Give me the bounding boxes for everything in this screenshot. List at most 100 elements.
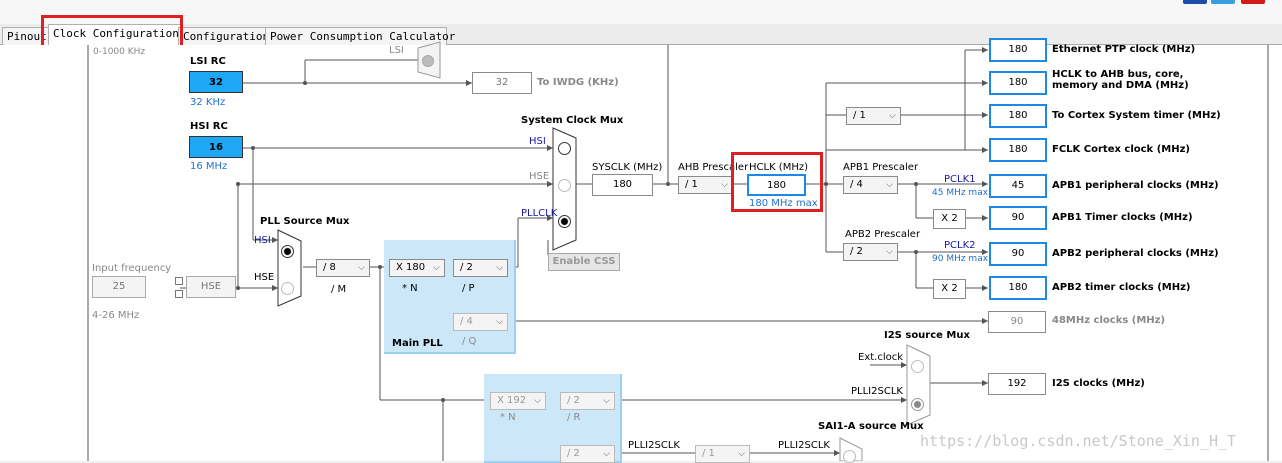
plli2s-r-label: / R xyxy=(567,412,581,423)
apb2-timer-multiplier: X 2 xyxy=(933,279,966,299)
hclk-ahb-value[interactable]: 180 xyxy=(989,71,1047,95)
partial-range-label: 0-1000 KHz xyxy=(93,47,146,57)
pll-m-value: / 8 xyxy=(323,262,336,273)
apb1-peripheral-value[interactable]: 45 xyxy=(989,174,1047,198)
sysclk-label: SYSCLK (MHz) xyxy=(592,162,663,173)
apb1-prescaler-dropdown[interactable]: / 4⌵ xyxy=(843,176,898,194)
main-pll-title: Main PLL xyxy=(392,338,443,349)
twitter-icon[interactable] xyxy=(1211,0,1235,4)
system-clock-mux-title: System Clock Mux xyxy=(521,115,624,126)
hsi-rc-unit: 16 MHz xyxy=(190,161,228,172)
chevron-down-icon: ⌵ xyxy=(721,180,728,190)
pll-q-value: / 4 xyxy=(460,316,473,327)
pll-source-hsi-radio[interactable] xyxy=(281,245,294,258)
ethernet-ptp-value[interactable]: 180 xyxy=(989,38,1047,62)
cortex-timer-label: To Cortex System timer (MHz) xyxy=(1052,110,1221,121)
hclk-ahb-label-line1: HCLK to AHB bus, core, xyxy=(1052,69,1184,80)
i2s-plli2s-radio[interactable] xyxy=(911,398,924,411)
tab-power-consumption-calculator[interactable]: Power Consumption Calculator xyxy=(265,27,455,46)
pll-source-hsi-label: HSI xyxy=(254,235,271,246)
clock-tree-canvas xyxy=(0,45,1282,461)
tab-pinout[interactable]: Pinout xyxy=(2,27,52,46)
lsi-mux-radio[interactable] xyxy=(422,55,434,67)
plli2sclk-label-2: PLLI2SCLK xyxy=(778,440,830,451)
hclk-value-field[interactable]: 180 xyxy=(747,174,806,196)
pll-p-divider-dropdown[interactable]: / 2⌵ xyxy=(453,259,508,277)
plli2sclk-label: PLLI2SCLK xyxy=(628,440,680,451)
apb1-prescaler-label: APB1 Prescaler xyxy=(843,162,919,173)
plli2s-q-dropdown[interactable]: / 2⌵ xyxy=(560,445,615,463)
pll-n-multiplier-dropdown[interactable]: X 180⌵ xyxy=(389,259,445,277)
cortex-timer-value[interactable]: 180 xyxy=(989,104,1047,128)
sysmux-hse-radio[interactable] xyxy=(558,179,571,192)
apb2-timer-value[interactable]: 180 xyxy=(989,276,1047,300)
sysmux-hsi-radio[interactable] xyxy=(558,142,571,155)
apb1-max-label: 45 MHz max xyxy=(932,188,989,198)
ahb-prescaler-label: AHB Prescaler xyxy=(678,162,749,173)
pll-p-label: / P xyxy=(462,283,475,294)
chevron-down-icon: ⌵ xyxy=(534,396,541,406)
apb2-peripheral-value[interactable]: 90 xyxy=(989,242,1047,266)
hse-connector-top xyxy=(175,277,183,285)
youtube-icon[interactable] xyxy=(1241,0,1265,4)
enable-css-button[interactable]: Enable CSS xyxy=(548,253,620,271)
sysmux-hsi-label: HSI xyxy=(529,136,546,147)
sysmux-hse-label: HSE xyxy=(529,171,550,182)
i2s-ext-radio[interactable] xyxy=(911,360,924,373)
pll-m-divider-dropdown[interactable]: / 8⌵ xyxy=(316,259,370,277)
pclk2-label: PCLK2 xyxy=(944,240,976,251)
chevron-down-icon: ⌵ xyxy=(886,247,893,257)
ahb-prescaler-value: / 1 xyxy=(685,179,698,190)
tab-configuration[interactable]: Configuration xyxy=(178,27,270,46)
watermark-text: https://blog.csdn.net/Stone_Xin_H_T xyxy=(920,432,1237,450)
apb1-timer-multiplier: X 2 xyxy=(933,209,966,229)
i2s-source-mux xyxy=(906,344,931,426)
share-icon[interactable] xyxy=(1183,0,1207,4)
top-toolbar-strip xyxy=(0,0,1282,24)
plli2s-r-value: / 2 xyxy=(567,395,580,406)
lsi-rc-unit: 32 KHz xyxy=(190,97,226,108)
hsi-rc-value[interactable]: 16 xyxy=(189,136,243,158)
apb2-prescaler-value: / 2 xyxy=(850,246,863,257)
sai-radio[interactable] xyxy=(843,450,856,463)
pll-source-mux-title: PLL Source Mux xyxy=(260,216,350,227)
apb1-timer-label: APB1 Timer clocks (MHz) xyxy=(1052,212,1193,223)
iwdg-value: 32 xyxy=(472,72,532,94)
plli2s-n-dropdown[interactable]: X 192 ⌵ xyxy=(490,392,546,410)
apb2-prescaler-dropdown[interactable]: / 2 ⌵ xyxy=(843,243,898,261)
cortex-timer-divider-dropdown[interactable]: / 1⌵ xyxy=(846,107,901,125)
plli2s-div-dropdown[interactable]: / 1⌵ xyxy=(695,445,750,463)
input-range-label: 4-26 MHz xyxy=(92,310,140,321)
pll-source-hse-radio[interactable] xyxy=(281,282,294,295)
sysmux-pllclk-radio[interactable] xyxy=(558,215,571,228)
apb1-timer-value[interactable]: 90 xyxy=(989,206,1047,230)
highlight-hclk xyxy=(731,152,823,212)
apb2-timer-label: APB2 timer clocks (MHz) xyxy=(1052,282,1191,293)
fclk-value[interactable]: 180 xyxy=(989,138,1047,162)
chevron-down-icon: ⌵ xyxy=(886,180,893,190)
hse-connector-bottom xyxy=(175,290,183,298)
chevron-down-icon: ⌵ xyxy=(496,263,503,273)
pll-q-divider-dropdown[interactable]: / 4 ⌵ xyxy=(453,313,508,331)
hclk-label: HCLK (MHz) xyxy=(749,162,809,173)
lsi-mux-label: LSI xyxy=(389,45,404,56)
pll-n-label: * N xyxy=(402,283,418,294)
pll-m-label: / M xyxy=(331,284,347,295)
hse-oscillator-box[interactable]: HSE xyxy=(186,276,236,298)
main-pll-panel xyxy=(384,240,516,354)
i2s-mux-title: I2S source Mux xyxy=(884,330,970,341)
input-frequency-field[interactable]: 25 xyxy=(92,276,146,298)
chevron-down-icon: ⌵ xyxy=(433,263,440,273)
apb2-peripheral-label: APB2 peripheral clocks (MHz) xyxy=(1052,248,1219,259)
lsi-rc-value[interactable]: 32 xyxy=(189,71,243,93)
hclk-ahb-label-line2: memory and DMA (MHz) xyxy=(1052,80,1189,91)
ahb-prescaler-dropdown[interactable]: / 1 ⌵ xyxy=(678,176,733,194)
plli2s-r-dropdown[interactable]: / 2⌵ xyxy=(560,392,615,410)
apb1-peripheral-label: APB1 peripheral clocks (MHz) xyxy=(1052,180,1219,191)
plli2s-n-value: X 192 xyxy=(497,395,527,406)
cortex-timer-divider-value: / 1 xyxy=(853,110,866,121)
clk48-label: 48MHz clocks (MHz) xyxy=(1052,315,1166,326)
chevron-down-icon: ⌵ xyxy=(496,317,503,327)
hclk-max-label: 180 MHz max xyxy=(749,198,818,209)
plli2s-q-value: / 2 xyxy=(567,448,580,459)
